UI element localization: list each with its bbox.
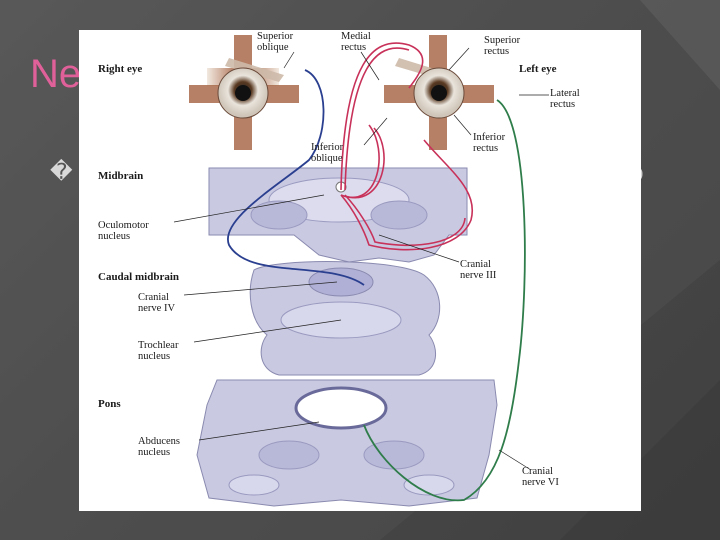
caudal-midbrain-section — [249, 261, 441, 376]
cranial-nerve-iii-pathway — [340, 42, 474, 251]
pons-section — [196, 379, 498, 507]
label-leader-lines — [173, 47, 549, 471]
label-pons: Pons — [98, 398, 121, 410]
label-midbrain: Midbrain — [98, 170, 143, 182]
cranial-nerve-iv-pathway — [227, 69, 365, 286]
cranial-nerve-vi-pathway — [363, 99, 526, 502]
label-left-eye: Left eye — [519, 63, 557, 75]
slide-title: Ne — [30, 52, 82, 96]
label-right-eye: Right eye — [98, 63, 142, 75]
left-eye — [384, 35, 494, 150]
label-caudal-midbrain: Caudal midbrain — [98, 271, 179, 283]
midbrain-section — [208, 167, 468, 263]
right-eye — [189, 35, 299, 150]
bullet-marker: � — [50, 160, 73, 185]
